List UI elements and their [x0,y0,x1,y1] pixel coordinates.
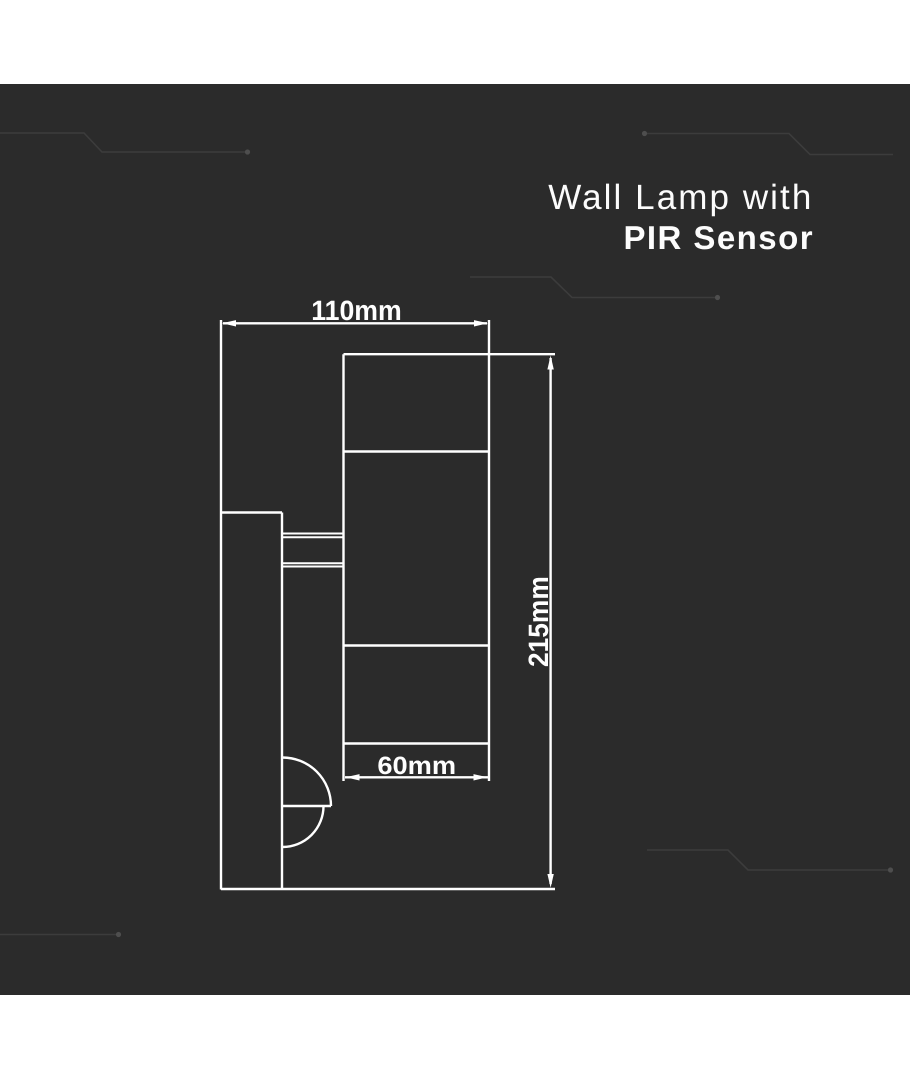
svg-text:215mm: 215mm [523,576,554,667]
svg-text:PIR Sensor: PIR Sensor [623,219,814,256]
svg-text:Wall Lamp with: Wall Lamp with [548,178,813,217]
svg-text:110mm: 110mm [311,295,402,326]
svg-text:60mm: 60mm [377,752,456,780]
